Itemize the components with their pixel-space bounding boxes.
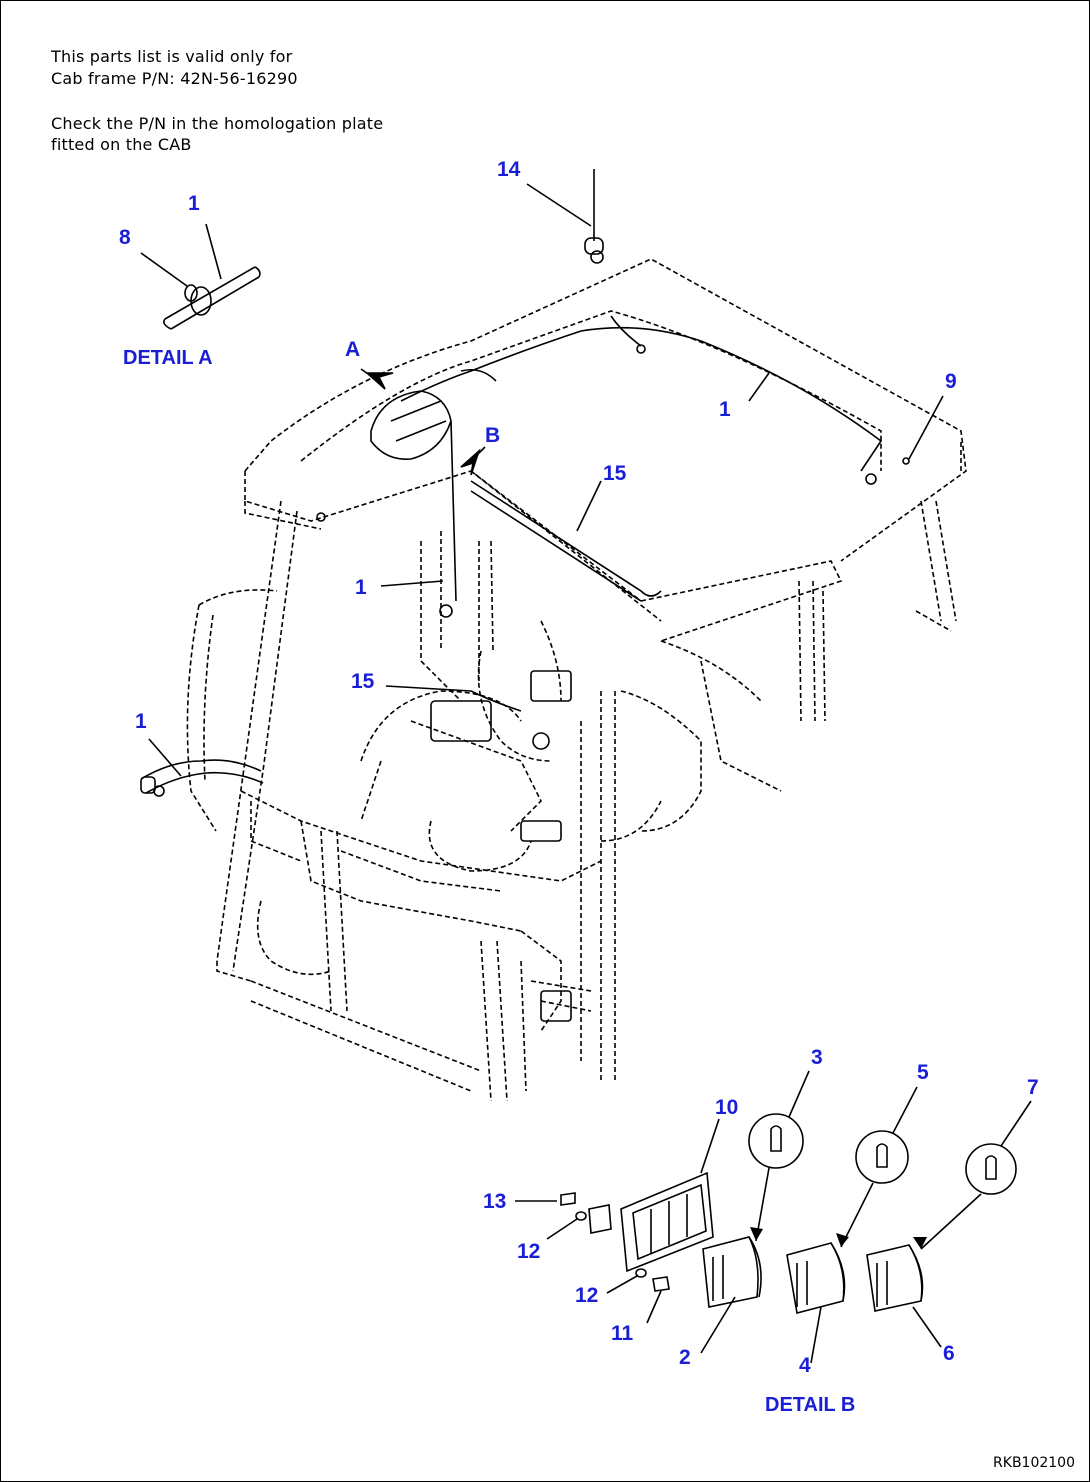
roof-harness <box>400 315 944 485</box>
callout-1-detail-a: 1 <box>188 192 200 215</box>
corner-harness <box>370 368 497 618</box>
callout-1-center: 1 <box>355 576 367 599</box>
callout-8: 8 <box>119 226 131 249</box>
callout-1-roof: 1 <box>719 398 731 421</box>
callout-3: 3 <box>811 1046 823 1069</box>
callout-15-lower: 15 <box>351 670 375 693</box>
detail-b-label: DETAIL B <box>765 1394 856 1416</box>
detail-a-label: DETAIL A <box>123 347 213 369</box>
callout-9: 9 <box>945 370 957 393</box>
cross-member-harness <box>316 480 662 1022</box>
detail-b-switch-panel <box>515 1070 1032 1364</box>
detail-a-clamp <box>140 223 261 330</box>
callout-11: 11 <box>611 1322 634 1345</box>
validity-note-line4: fitted on the CAB <box>51 135 192 154</box>
callout-14: 14 <box>497 158 521 181</box>
callout-12-lower: 12 <box>575 1284 599 1307</box>
antenna-part <box>526 169 604 264</box>
callout-1-left: 1 <box>135 710 147 733</box>
arrow-b-label: B <box>485 424 501 447</box>
callout-6: 6 <box>943 1342 955 1365</box>
callout-5: 5 <box>917 1061 929 1084</box>
callout-12-upper: 12 <box>517 1240 541 1263</box>
callout-13: 13 <box>483 1190 507 1213</box>
callout-2: 2 <box>679 1346 691 1369</box>
callout-10: 10 <box>715 1096 739 1119</box>
left-pillar-harness <box>140 738 264 797</box>
callout-7: 7 <box>1027 1076 1039 1099</box>
validity-note-line1: This parts list is valid only for <box>51 47 293 66</box>
callout-4: 4 <box>799 1354 811 1377</box>
callout-15-upper: 15 <box>603 462 627 485</box>
validity-note-line3: Check the P/N in the homologation plate <box>51 114 384 133</box>
detail-b-arrowheads <box>750 1227 927 1249</box>
validity-note-line2: Cab frame P/N: 42N-56-16290 <box>51 69 298 88</box>
arrow-a-label: A <box>345 338 361 361</box>
detail-arrows <box>360 368 486 476</box>
drawing-code: RKB102100 <box>993 1455 1075 1471</box>
roof-outline <box>244 258 967 642</box>
